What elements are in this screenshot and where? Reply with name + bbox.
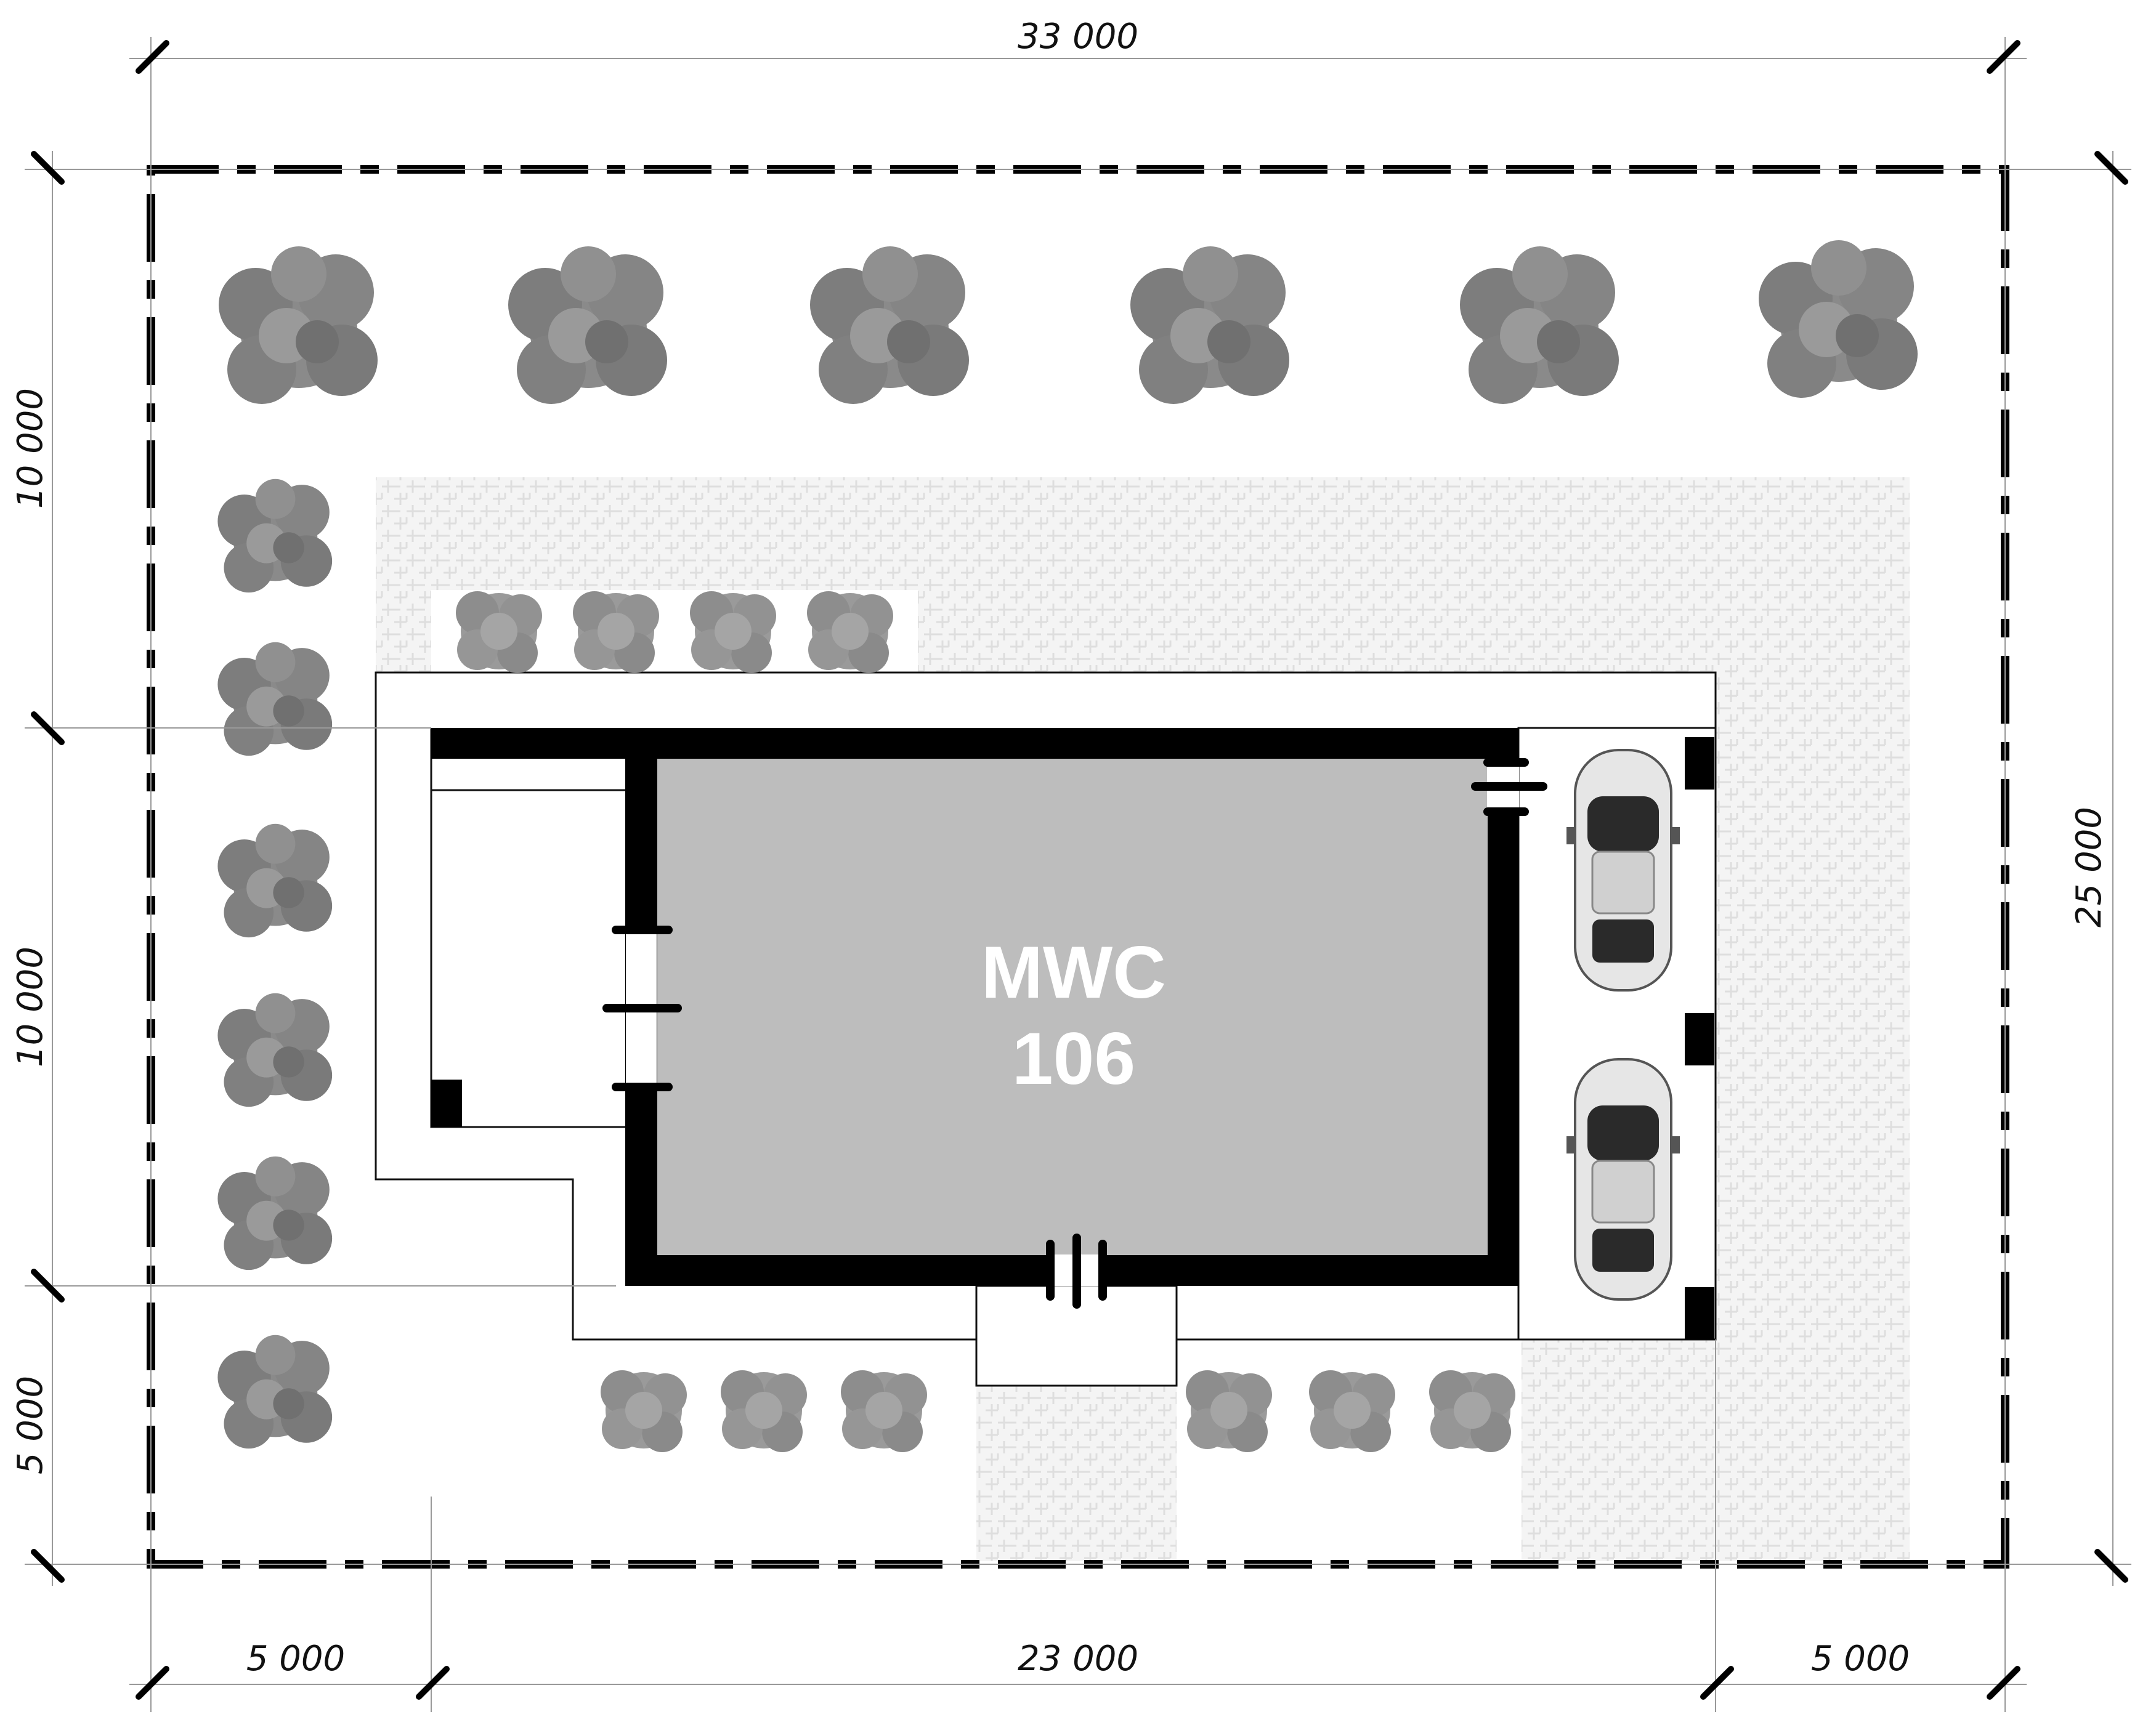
tree-icon [217,1156,333,1271]
wall-north [431,728,1518,759]
tree-row-north [219,240,1918,404]
dim-left-bottom: 5 000 [10,1376,51,1474]
tree-icon [217,642,333,756]
shrub-icon [456,591,542,673]
porch-column [431,1080,462,1127]
dim-bottom-left: 5 000 [246,1639,345,1679]
building-number: 106 [1012,1017,1135,1100]
shrub-icon [573,591,659,673]
door-east [1471,758,1547,816]
shrub-icon [601,1370,687,1452]
carport-column [1685,737,1714,790]
dimension-ticks [31,40,2128,1700]
shrub-icon [690,591,776,673]
carport-column [1685,1287,1714,1339]
tree-column-west [217,479,333,1449]
door-south [1046,1234,1107,1309]
tree-icon [1460,246,1619,404]
tree-icon [219,246,378,404]
dim-right-total: 25 000 [2069,807,2109,927]
tree-icon [217,479,333,593]
tree-icon [217,993,333,1107]
door-west [602,926,682,1091]
tree-icon [810,246,969,404]
tree-icon [1759,240,1918,398]
dim-left-top: 10 000 [10,388,51,509]
paving-right [1716,477,1910,1561]
car-icon [1565,749,1681,992]
paving-left-strip [376,477,431,674]
shrub-icon [721,1370,807,1452]
wall-east [1488,728,1518,1286]
dimension-lines [25,37,2131,1712]
paving-entrance-path [976,1386,1177,1561]
tree-icon [508,246,667,404]
shrub-icon [1309,1370,1395,1452]
building-floor [642,742,1505,1269]
dim-bottom-right: 5 000 [1811,1639,1910,1679]
carport-column [1685,1013,1714,1065]
shrub-icon [1429,1370,1515,1452]
tree-icon [217,1335,333,1449]
car-icon [1565,1058,1681,1301]
building-name: MWC [981,931,1166,1014]
shrub-icon [807,591,893,673]
shrub-icon [841,1370,927,1452]
tree-icon [217,823,333,938]
tree-icon [1130,246,1289,404]
dim-bottom-middle: 23 000 [1018,1639,1138,1679]
dim-top-total: 33 000 [1018,17,1138,57]
paving-driveway [1522,1339,1719,1561]
dim-left-middle: 10 000 [10,947,51,1067]
shrub-icon [1186,1370,1272,1452]
